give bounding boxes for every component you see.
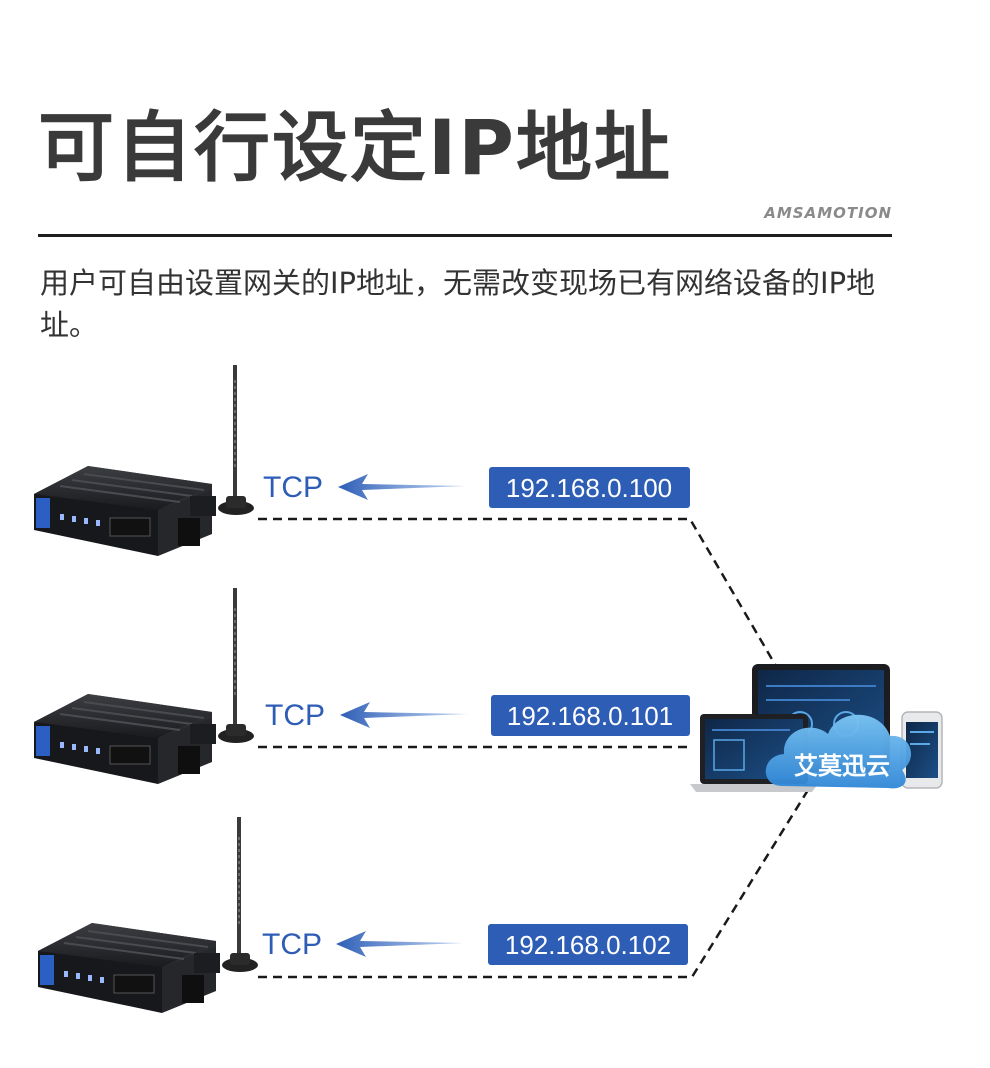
protocol-label: TCP xyxy=(262,928,322,961)
page-description: 用户可自由设置网关的IP地址，无需改变现场已有网络设备的IP地址。 xyxy=(40,266,876,342)
cloud-icon: 艾莫迅云 xyxy=(765,714,912,789)
phone-icon xyxy=(901,711,943,789)
antenna-icon xyxy=(218,365,254,515)
page-title: 可自行设定IP地址 xyxy=(38,103,672,192)
ip-badge: 192.168.0.102 xyxy=(488,924,688,965)
brand-logo-text: AMSAMOTION xyxy=(764,204,892,222)
gateway-row-2: TCP 192.168.0.101 xyxy=(34,588,690,784)
cloud-platform: 艾莫迅云 xyxy=(690,664,943,792)
left-arrow-icon xyxy=(338,474,466,500)
ip-badge: 192.168.0.100 xyxy=(489,467,690,508)
cloud-label: 艾莫迅云 xyxy=(794,752,890,780)
protocol-label: TCP xyxy=(263,471,323,504)
ip-address-text: 192.168.0.102 xyxy=(505,930,671,960)
left-arrow-icon xyxy=(340,702,468,728)
gateway-device-icon xyxy=(34,694,216,784)
connection-lines xyxy=(258,517,810,979)
antenna-icon xyxy=(222,817,258,972)
ip-address-text: 192.168.0.100 xyxy=(506,473,672,503)
gateway-device-icon xyxy=(34,466,216,556)
gateway-row-1: TCP 192.168.0.100 xyxy=(34,365,690,556)
gateway-row-3: TCP 192.168.0.102 xyxy=(38,817,688,1013)
ip-address-text: 192.168.0.101 xyxy=(507,701,673,731)
connection-line-1 xyxy=(258,517,792,691)
title-divider xyxy=(38,234,892,237)
left-arrow-icon xyxy=(336,931,464,957)
antenna-icon xyxy=(218,588,254,743)
gateway-device-icon xyxy=(38,923,220,1013)
protocol-label: TCP xyxy=(265,699,325,732)
ip-badge: 192.168.0.101 xyxy=(491,695,690,736)
